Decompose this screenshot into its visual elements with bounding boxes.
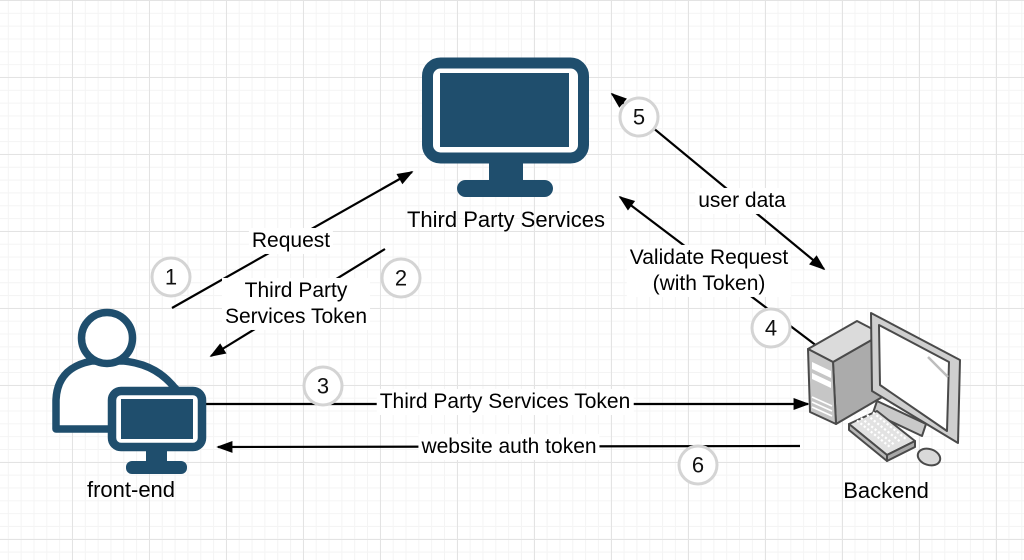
- edge-label-user-data: user data: [695, 187, 789, 215]
- step-badge-6: 6: [677, 444, 719, 486]
- step-badge-2: 2: [380, 257, 422, 299]
- node-label-backend: Backend: [843, 478, 929, 503]
- edge-label-line: (with Token): [652, 272, 766, 295]
- edge-label-line: Third Party: [244, 278, 348, 302]
- node-label-third-party-services: Third Party Services: [406, 207, 606, 232]
- step-badge-3: 3: [302, 365, 344, 407]
- monitor-icon: [422, 57, 589, 197]
- person-at-computer-icon: [52, 308, 207, 474]
- edge-label-token-to-backend: Third Party Services Token: [376, 388, 634, 416]
- step-badge-5: 5: [618, 96, 660, 138]
- edge-label-third-party-services-token: Third Party Services Token: [221, 277, 371, 331]
- edge-label-line: Services Token: [224, 305, 368, 328]
- step-badge-4: 4: [750, 307, 792, 349]
- node-label-front-end: front-end: [86, 477, 176, 502]
- edge-label-line: Validate Request: [629, 245, 789, 269]
- edge-label-request: Request: [248, 227, 334, 255]
- desktop-computer-icon: [807, 312, 961, 467]
- edge-label-validate-request: Validate Request (with Token): [626, 244, 792, 298]
- step-badge-1: 1: [150, 256, 192, 298]
- edge-label-website-auth-token: website auth token: [418, 433, 600, 461]
